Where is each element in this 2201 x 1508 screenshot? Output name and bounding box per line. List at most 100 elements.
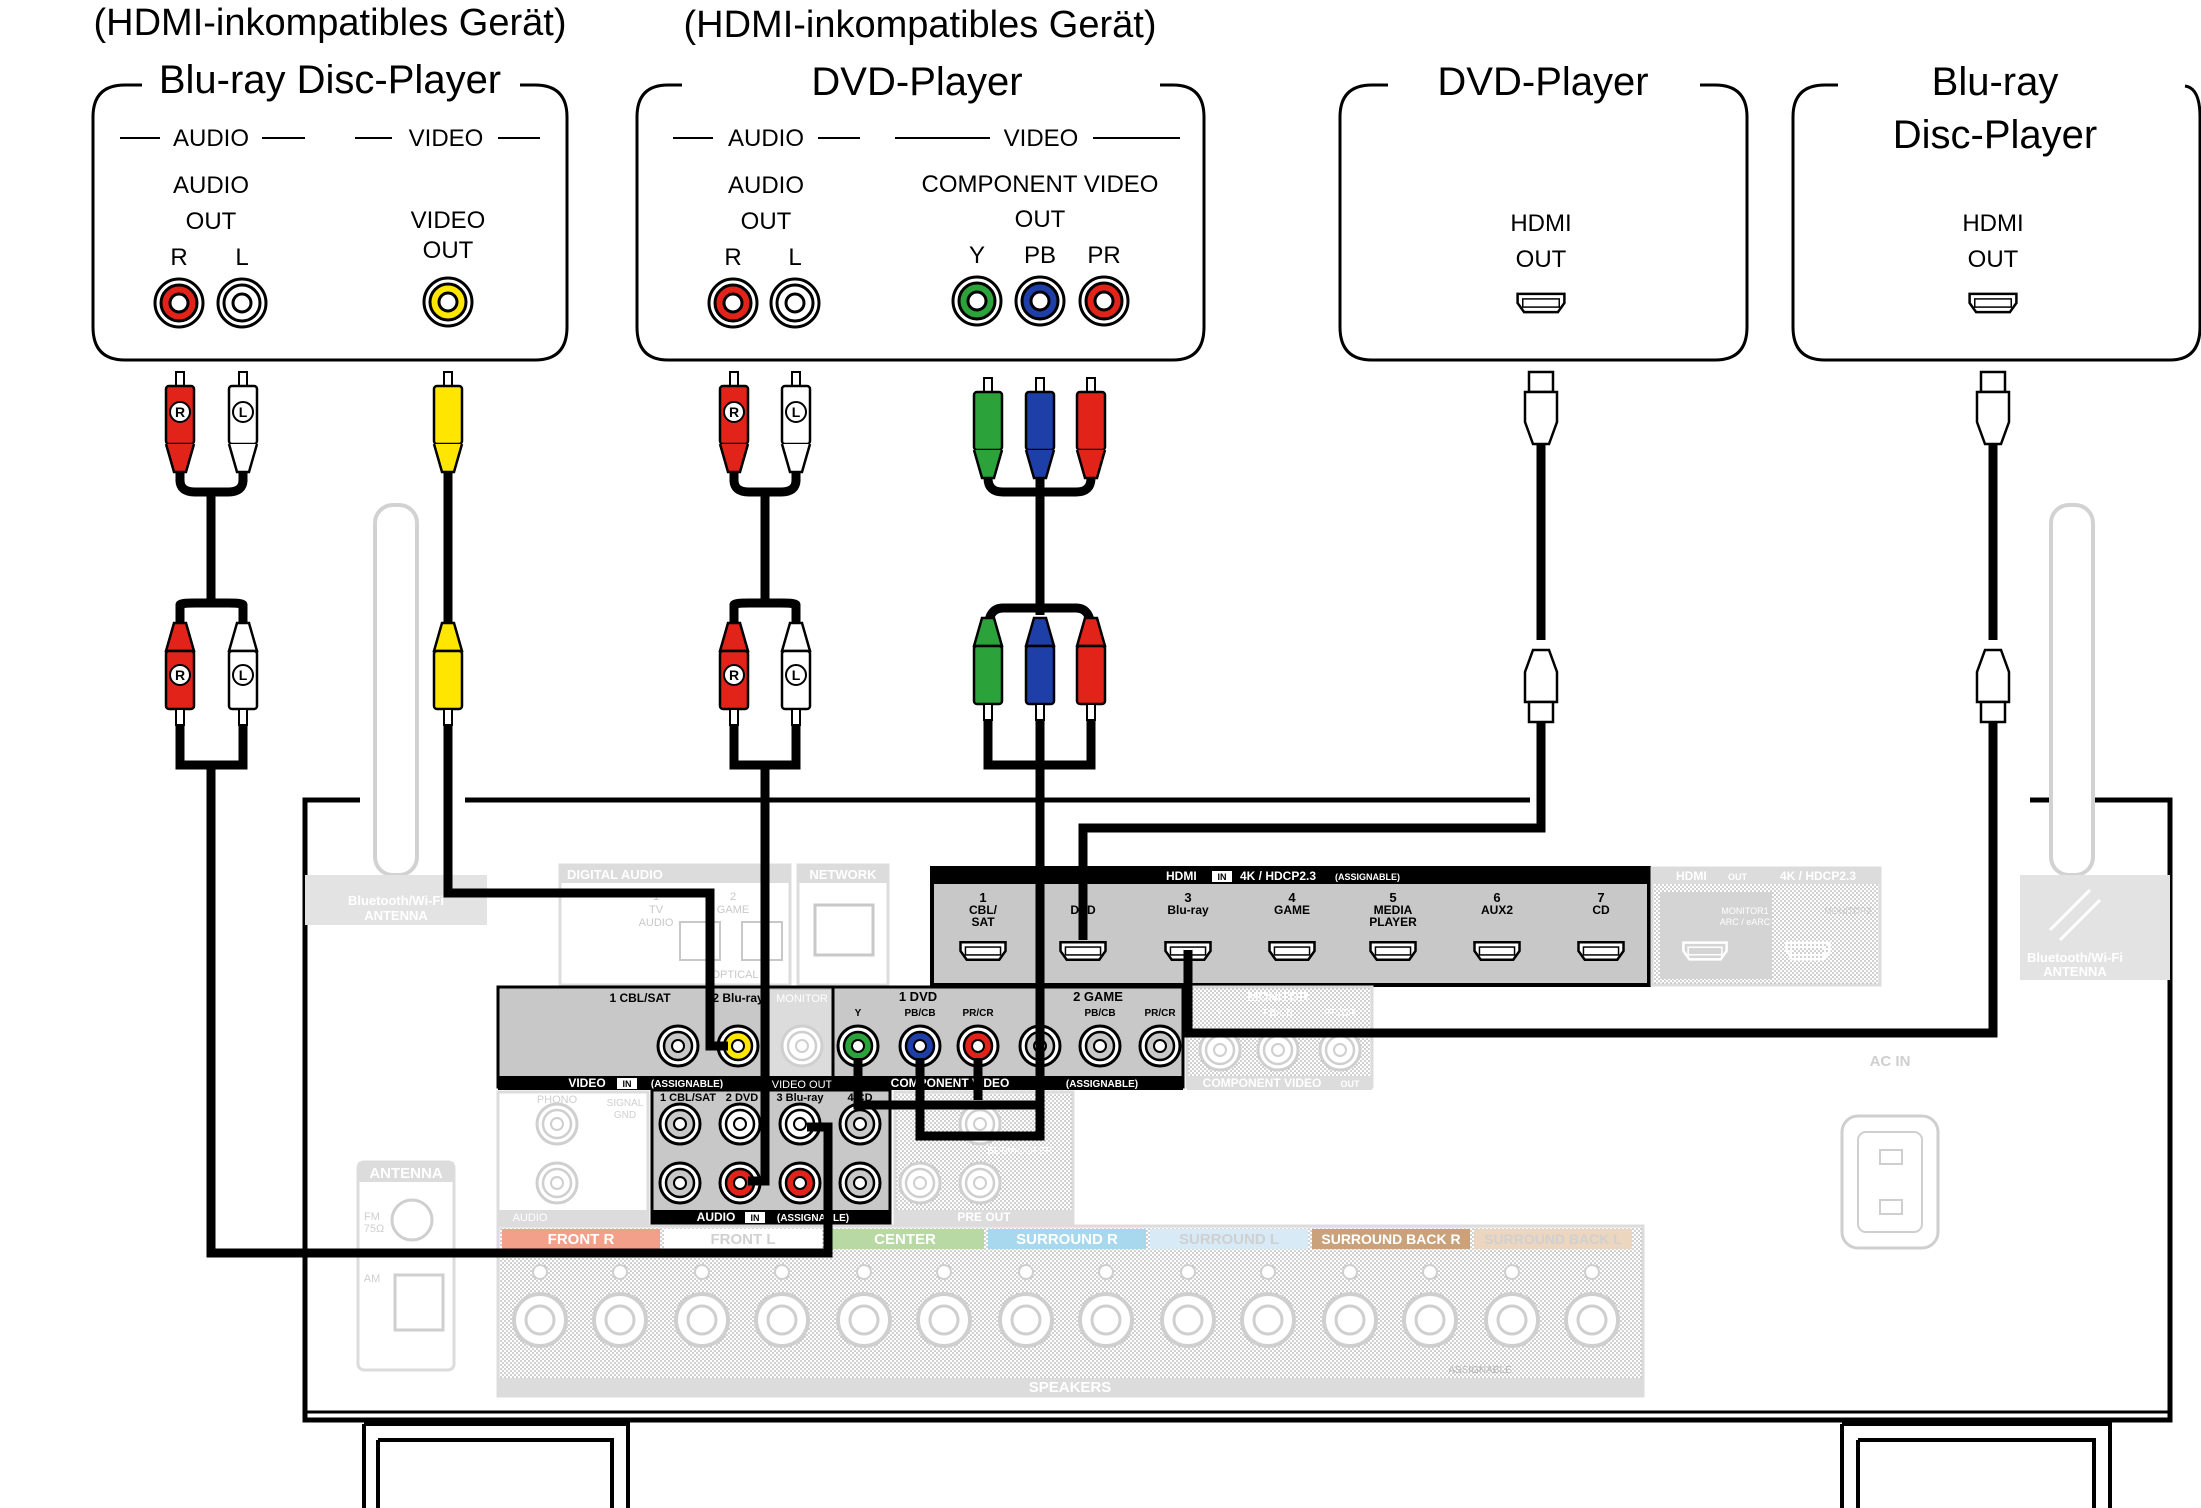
device-4-bluray-hdmi: Blu-ray Disc-Player HDMI OUT [1791, 60, 2201, 362]
fm-connector[interactable] [390, 1198, 434, 1242]
speaker-polarity-mark [694, 1264, 710, 1280]
am-connector[interactable] [393, 1273, 445, 1332]
component-monitor-footer [1187, 1076, 1372, 1090]
plug-boot [972, 616, 1004, 648]
phono-label: PHONO [537, 1094, 578, 1106]
device-2-audio-label: AUDIO [728, 172, 804, 199]
rca-plug [1024, 616, 1056, 721]
audio-in-2-l-jack[interactable] [718, 1102, 762, 1146]
hdmi-port-inner [1582, 946, 1620, 956]
rca-jack-red[interactable] [153, 277, 205, 329]
video-in-1-jack[interactable] [656, 1024, 700, 1068]
hdmi-in-port[interactable] [1577, 941, 1625, 961]
lan-port[interactable] [813, 903, 875, 957]
component-y-mon: Y [1217, 1008, 1224, 1019]
subwoofer-1-jack[interactable] [898, 1161, 942, 1205]
component-mon-pb-jack[interactable] [1256, 1028, 1300, 1072]
hdmi-in-title: HDMI [1166, 869, 1197, 883]
speaker-group-label: SURROUND BACK R [1321, 1231, 1460, 1247]
hdmi-port-inner [1064, 946, 1102, 956]
subwoofer-2-jack[interactable] [958, 1161, 1002, 1205]
hdmi-plug [1523, 648, 1559, 724]
plug-body [1975, 390, 2011, 446]
hdmi-out-port[interactable] [1516, 292, 1566, 314]
hdmi-port-inner [1374, 946, 1412, 956]
audio-in-3-r-jack[interactable] [778, 1161, 822, 1205]
video-monitor-out-jack[interactable] [780, 1024, 824, 1068]
speaker-terminal-inner [1334, 1304, 1366, 1336]
hdmi-port-shape [1968, 292, 2018, 314]
device-4-hdmi-label: HDMI [1962, 210, 2023, 237]
component-mon-y-jack[interactable] [1198, 1028, 1242, 1072]
audio-in-2-r-jack[interactable] [718, 1161, 762, 1205]
phono-l-jack[interactable] [535, 1102, 579, 1146]
rca-jack-red[interactable] [707, 277, 759, 329]
plug-tip [729, 708, 739, 726]
plug-body [432, 384, 464, 446]
cable-bluray-audio-run [175, 725, 833, 1258]
plug-boot [432, 621, 464, 653]
jack-center [231, 292, 253, 314]
network-title: NETWORK [809, 867, 877, 882]
hdmi-out-monitor2-port[interactable] [1785, 941, 1831, 961]
speaker-polarity-mark [1504, 1264, 1520, 1280]
speaker-polarity-mark [612, 1264, 628, 1280]
audio-in-4-l-jack[interactable] [838, 1102, 882, 1146]
hdmi-port-shape [1516, 292, 1566, 314]
digital-audio-section: DIGITAL AUDIO 1 TV AUDIO 2 GAME OPTICAL [558, 863, 792, 987]
hdmi-out-port[interactable] [1968, 292, 2018, 314]
hdmi-in-port[interactable] [1059, 941, 1107, 961]
device-3-title: DVD-Player [1437, 60, 1648, 104]
component-2-pr-jack[interactable] [1138, 1024, 1182, 1068]
ac-pin [1879, 1149, 1903, 1165]
jack-center [1333, 1043, 1347, 1057]
component-pr-1: PR/CR [962, 1008, 994, 1019]
rca-jack-red[interactable] [1078, 275, 1130, 327]
speaker-terminal-inner [1576, 1304, 1608, 1336]
plug-tip [1979, 700, 2007, 724]
audio-in-1-r-jack[interactable] [658, 1161, 702, 1205]
pre-out-jack[interactable] [958, 1102, 1002, 1146]
rca-jack-green[interactable] [951, 275, 1003, 327]
plug-mark-text: L [239, 667, 248, 683]
digital-audio-port-2: 2 [730, 891, 736, 903]
device-4-box [1791, 83, 2201, 362]
hdmi-in-port[interactable] [1369, 941, 1417, 961]
rca-jack-white[interactable] [216, 277, 268, 329]
plug-tip [175, 708, 185, 726]
device-3-dvd-hdmi: DVD-Player HDMI OUT [1338, 60, 1749, 362]
device-2-dvd-analog: (HDMI-inkompatibles Gerät) DVD-Player AU… [635, 4, 1206, 362]
hdmi-in-port[interactable] [1473, 941, 1521, 961]
hdmi-in-port[interactable] [1268, 941, 1316, 961]
audio-in-badge-text: IN [751, 1213, 760, 1223]
plug-mark [232, 401, 254, 423]
component-2-pb-jack[interactable] [1078, 1024, 1122, 1068]
component-out-title: COMPONENT VIDEO [1203, 1076, 1322, 1090]
rca-jack-blue[interactable] [1014, 275, 1066, 327]
hdmi-out-monitor1-port[interactable] [1682, 941, 1728, 961]
hdmi-in-port[interactable] [959, 941, 1007, 961]
audio-in-4-r-jack[interactable] [838, 1161, 882, 1205]
jack-center [851, 1039, 865, 1053]
phono-r-jack[interactable] [535, 1161, 579, 1205]
plug-body [1523, 390, 1559, 446]
component-1-pb-jack[interactable] [898, 1024, 942, 1068]
rca-jack-white[interactable] [769, 277, 821, 329]
antenna-title: ANTENNA [369, 1165, 442, 1182]
jack-center [973, 1117, 987, 1131]
component-mon-pr-jack[interactable] [1318, 1028, 1362, 1072]
bt-antenna-right-label: Bluetooth/Wi-Fi [2027, 950, 2123, 965]
plug-mark-text: L [792, 404, 801, 420]
rca-jack-yellow[interactable] [422, 276, 474, 328]
component-1-y-jack[interactable] [836, 1024, 880, 1068]
component-1-pr-jack[interactable] [956, 1024, 1000, 1068]
hdmi-plug [1975, 370, 2011, 446]
bt-antenna-right: Bluetooth/Wi-Fi ANTENNA [2020, 503, 2170, 980]
component-out-badge: OUT [1341, 1079, 1361, 1089]
pre-out-footer [895, 1210, 1073, 1224]
digital-audio-port-1-name-2: AUDIO [639, 917, 674, 929]
audio-in-1-l-jack[interactable] [658, 1102, 702, 1146]
digital-audio-port-2-name: GAME [717, 904, 749, 916]
bt-antenna-left-rod [373, 503, 419, 877]
